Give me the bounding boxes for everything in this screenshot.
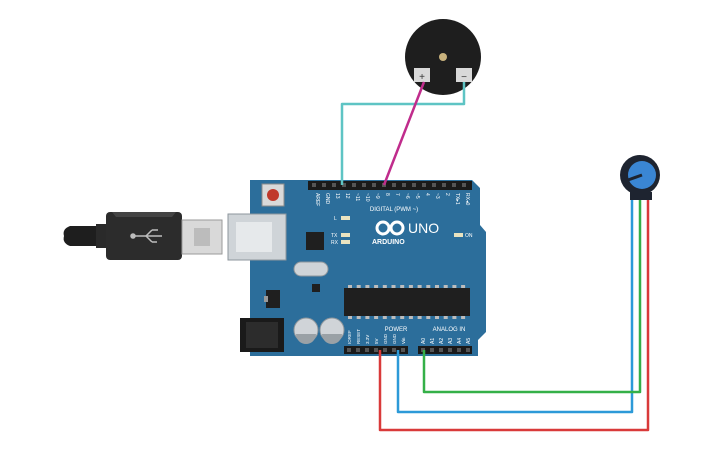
power-pin-label: 3.3V xyxy=(365,335,370,344)
analog-pin-label: A3 xyxy=(448,338,454,344)
digital-pin-hole[interactable] xyxy=(442,183,446,187)
digital-pin-hole[interactable] xyxy=(402,183,406,187)
digital-pin-label: ~11 xyxy=(354,193,360,201)
capacitors xyxy=(293,317,345,344)
power-pin-label: GND xyxy=(383,333,388,344)
analog-pin-hole[interactable] xyxy=(430,348,434,352)
led-label-tx: TX xyxy=(331,233,338,239)
digital-pin-label: RX◂0 xyxy=(464,193,470,205)
digital-pin-label: ~3 xyxy=(434,193,440,199)
wires[interactable] xyxy=(340,81,650,432)
analog-pin-label: A5 xyxy=(466,338,472,344)
power-pin-label: Vin xyxy=(401,337,406,344)
analog-pin-hole[interactable] xyxy=(457,348,461,352)
digital-header-label: DIGITAL (PWM ~) xyxy=(370,207,418,213)
digital-pin-label: 12 xyxy=(344,193,350,199)
buzzer-minus-terminal xyxy=(456,68,472,82)
status-leds: L TX RX ON xyxy=(331,216,473,246)
digital-pin-hole[interactable] xyxy=(342,183,346,187)
digital-pin-label: GND xyxy=(324,193,330,205)
power-pin-hole[interactable] xyxy=(383,348,387,352)
usb-cable[interactable] xyxy=(63,212,223,260)
analog-pin-hole[interactable] xyxy=(466,348,470,352)
digital-pin-label: ~9 xyxy=(374,193,380,199)
atmega-chip xyxy=(344,285,470,319)
digital-pin-hole[interactable] xyxy=(312,183,316,187)
digital-pin-label: ~10 xyxy=(364,193,370,202)
digital-pin-label: 4 xyxy=(424,193,430,196)
wire-5v-pot xyxy=(378,200,650,432)
digital-pin-label: 13 xyxy=(334,193,340,199)
model-label: UNO xyxy=(408,220,439,236)
digital-pin-label: TX▸1 xyxy=(454,193,460,205)
power-pin-hole[interactable] xyxy=(392,348,396,352)
usb-icon xyxy=(130,229,162,243)
digital-pin-hole[interactable] xyxy=(332,183,336,187)
digital-pin-hole[interactable] xyxy=(412,183,416,187)
led-label-rx: RX xyxy=(331,240,339,246)
power-pin-hole[interactable] xyxy=(356,348,360,352)
wire-a0-pot xyxy=(422,200,642,394)
digital-pin-hole[interactable] xyxy=(352,183,356,187)
arduino-logo-icon xyxy=(375,220,405,236)
reset-button[interactable] xyxy=(261,183,285,207)
analog-pin-label: A2 xyxy=(439,338,445,344)
on-label: ON xyxy=(465,233,473,239)
power-pin-label: RESET xyxy=(356,329,361,344)
digital-pin-hole[interactable] xyxy=(392,183,396,187)
buzzer-plus-terminal xyxy=(414,68,430,82)
digital-pin-hole[interactable] xyxy=(322,183,326,187)
power-pin-hole[interactable] xyxy=(347,348,351,352)
digital-header[interactable] xyxy=(308,181,472,190)
analog-pin-label: A4 xyxy=(457,338,463,344)
power-jack xyxy=(240,318,284,352)
digital-pin-hole[interactable] xyxy=(422,183,426,187)
analog-pin-label: A1 xyxy=(430,338,436,344)
digital-pin-label: 7 xyxy=(394,193,400,196)
regulator xyxy=(266,290,280,308)
digital-pin-label: ~6 xyxy=(404,193,410,199)
svg-text:+: + xyxy=(419,72,425,83)
digital-pin-hole[interactable] xyxy=(362,183,366,187)
potentiometer[interactable] xyxy=(620,155,660,200)
svg-text:−: − xyxy=(461,72,467,83)
analog-pin-hole[interactable] xyxy=(439,348,443,352)
digital-pin-label: 2 xyxy=(444,193,450,196)
led-label-l: L xyxy=(334,216,337,222)
crystal xyxy=(293,261,329,277)
digital-pin-hole[interactable] xyxy=(462,183,466,187)
power-pin-hole[interactable] xyxy=(401,348,405,352)
usb-chip xyxy=(306,232,324,250)
power-pin-label: GND xyxy=(392,333,397,344)
analog-label: ANALOG IN xyxy=(433,327,466,333)
piezo-buzzer[interactable]: + − xyxy=(405,19,481,95)
analog-header[interactable] xyxy=(418,346,472,354)
digital-pin-label: ~5 xyxy=(414,193,420,199)
power-pin-label: 5V xyxy=(374,338,379,344)
digital-pin-hole[interactable] xyxy=(452,183,456,187)
power-pin-hole[interactable] xyxy=(365,348,369,352)
arduino-uno-board[interactable]: ARDUINO UNO AREF GND 13 12 ~11 ~10 ~9 8 7 ~6 ~5 4 ~3… xyxy=(227,180,486,356)
power-pin-label: IOREF xyxy=(347,330,352,344)
wire-gnd-buzzer xyxy=(340,82,466,185)
digital-pin-label: AREF xyxy=(314,193,320,206)
digital-pin-hole[interactable] xyxy=(432,183,436,187)
power-label: POWER xyxy=(385,327,408,333)
brand-label: ARDUINO xyxy=(372,239,405,246)
wire-pin9-buzzer xyxy=(382,81,426,186)
power-pin-hole[interactable] xyxy=(374,348,378,352)
analog-pin-label: A0 xyxy=(421,338,427,344)
digital-pin-hole[interactable] xyxy=(372,183,376,187)
wire-gnd-pot xyxy=(396,200,634,414)
analog-pin-hole[interactable] xyxy=(448,348,452,352)
digital-pin-label: 8 xyxy=(384,193,390,196)
